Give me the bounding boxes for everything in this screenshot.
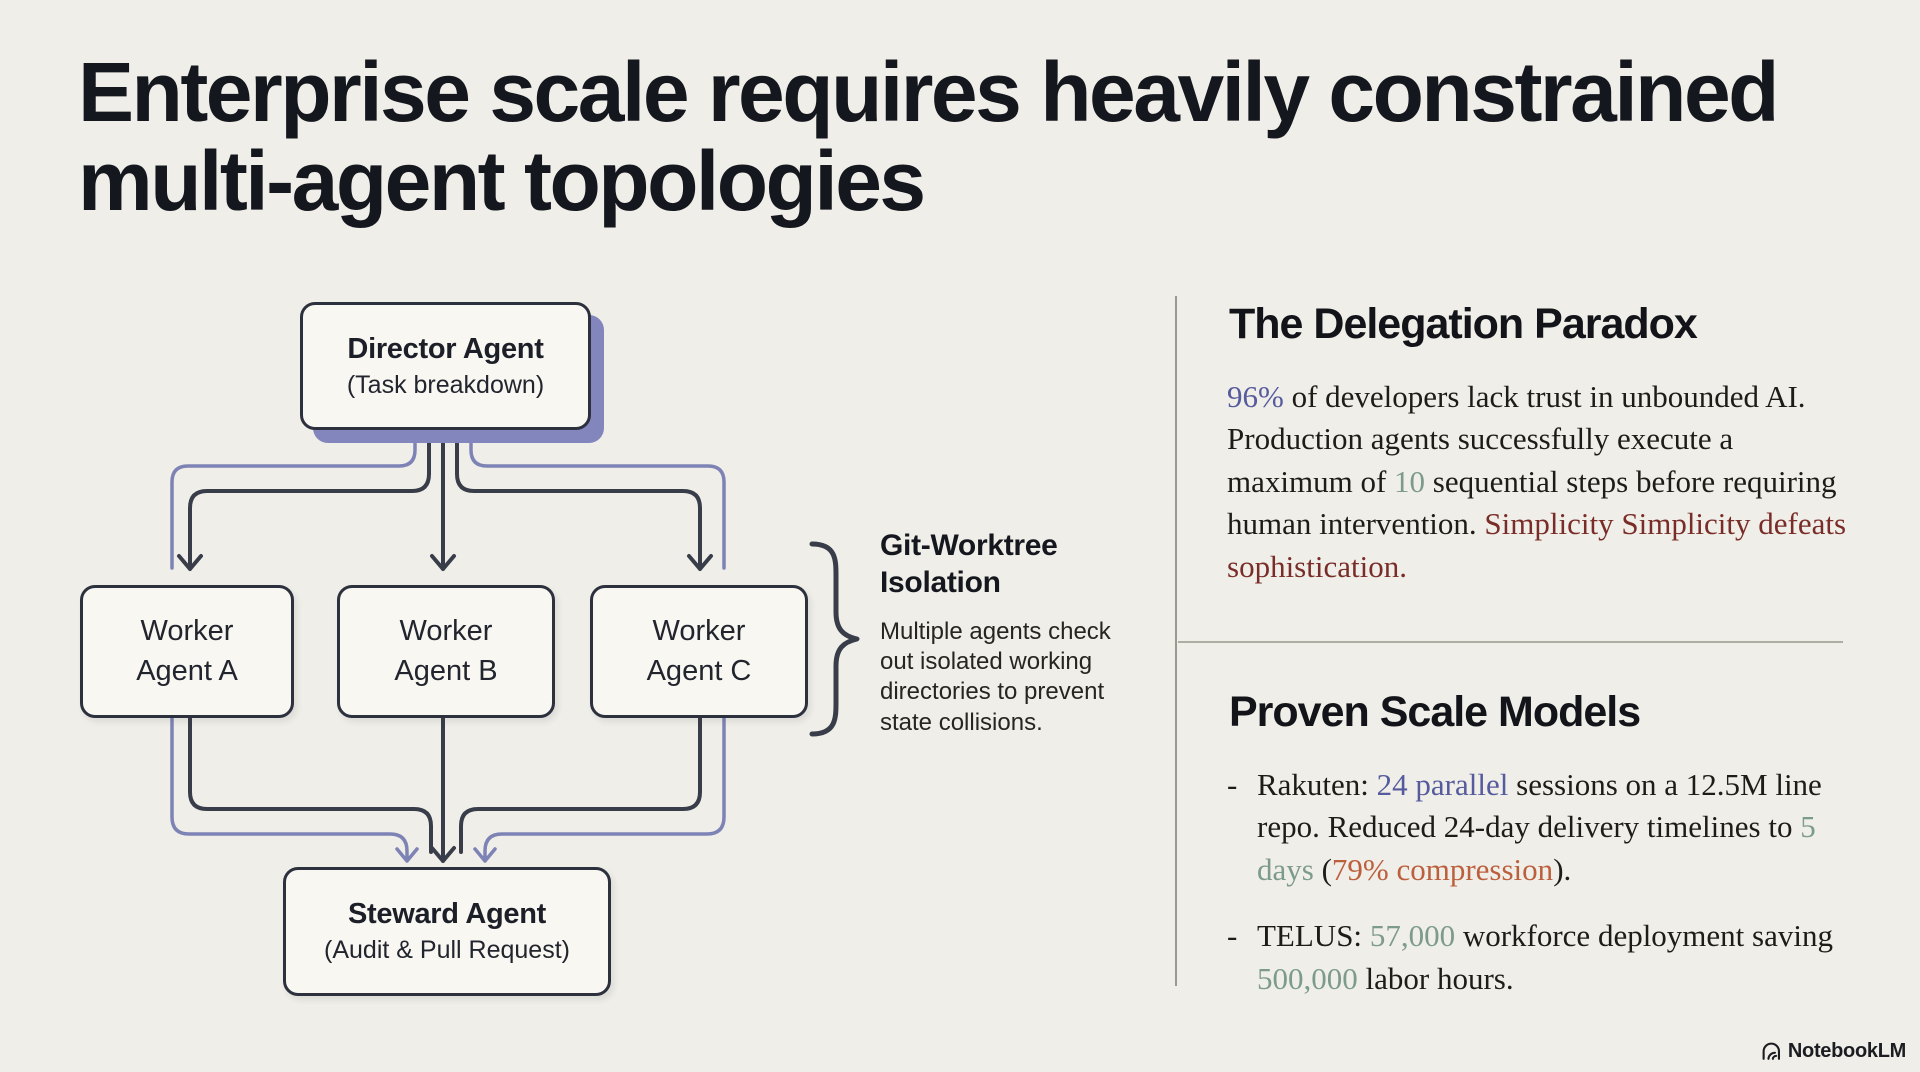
purple-link-director-to-worker-a — [170, 422, 417, 570]
notebooklm-watermark: NotebookLM — [1760, 1040, 1906, 1063]
arrow-director-to-worker-b — [430, 422, 456, 571]
node-steward-agent: Steward Agent (Audit & Pull Request) — [283, 867, 611, 996]
node-title: Steward Agent — [347, 898, 547, 930]
link-worker-a-to-steward — [188, 711, 433, 854]
proven-scale-bullet-list: - Rakuten: 24 parallel sessions on a 12.… — [1227, 764, 1867, 1000]
node-worker-agent-c: Worker Agent C — [590, 585, 808, 718]
slide-title: Enterprise scale requires heavily constr… — [78, 45, 1780, 229]
annotation-body: Multiple agents check out isolated worki… — [880, 618, 1111, 736]
delegation-paradox-paragraph: 96% of developers lack trust in unbounde… — [1227, 379, 1847, 584]
bullet-text: TELUS: 57,000 workforce deployment savin… — [1257, 918, 1833, 996]
bullet-marker: - — [1227, 767, 1238, 802]
purple-arrow-worker-c-to-steward — [473, 711, 726, 863]
node-director-agent: Director Agent (Task breakdown) — [300, 302, 591, 430]
horizontal-divider — [1178, 641, 1843, 643]
node-subtitle: (Task breakdown) — [346, 370, 545, 399]
delegation-paradox-heading: The Delegation Paradox — [1229, 300, 1698, 348]
node-label: Agent A — [136, 654, 238, 687]
notebooklm-icon — [1762, 1042, 1780, 1060]
link-worker-c-to-steward — [459, 711, 702, 854]
node-title: Director Agent — [347, 332, 544, 365]
bullet-rakuten: - Rakuten: 24 parallel sessions on a 12.… — [1227, 764, 1867, 891]
purple-arrow-worker-a-to-steward — [170, 711, 419, 863]
node-subtitle: (Audit & Pull Request) — [324, 936, 570, 964]
node-label: Worker — [140, 615, 234, 648]
annotation-brace — [809, 541, 860, 737]
node-label: Agent B — [394, 654, 498, 687]
node-worker-agent-a: Worker Agent A — [80, 585, 294, 718]
arrow-worker-b-to-steward — [430, 711, 456, 863]
bullet-text: Rakuten: 24 parallel sessions on a 12.5M… — [1257, 767, 1822, 887]
purple-link-director-to-worker-c — [469, 422, 726, 570]
bullet-telus: - TELUS: 57,000 workforce deployment sav… — [1227, 915, 1867, 1000]
arrow-director-to-worker-c — [455, 422, 713, 571]
vertical-divider — [1175, 296, 1177, 986]
annotation-title: Git-Worktree Isolation — [880, 529, 1058, 599]
proven-scale-models-heading: Proven Scale Models — [1229, 688, 1641, 736]
node-label: Worker — [652, 615, 746, 648]
node-worker-agent-b: Worker Agent B — [337, 585, 555, 718]
arrow-director-to-worker-a — [177, 422, 431, 571]
node-label: Worker — [399, 615, 493, 648]
node-label: Agent C — [646, 654, 752, 687]
bullet-marker: - — [1227, 918, 1238, 954]
notebooklm-label: NotebookLM — [1787, 1040, 1906, 1062]
